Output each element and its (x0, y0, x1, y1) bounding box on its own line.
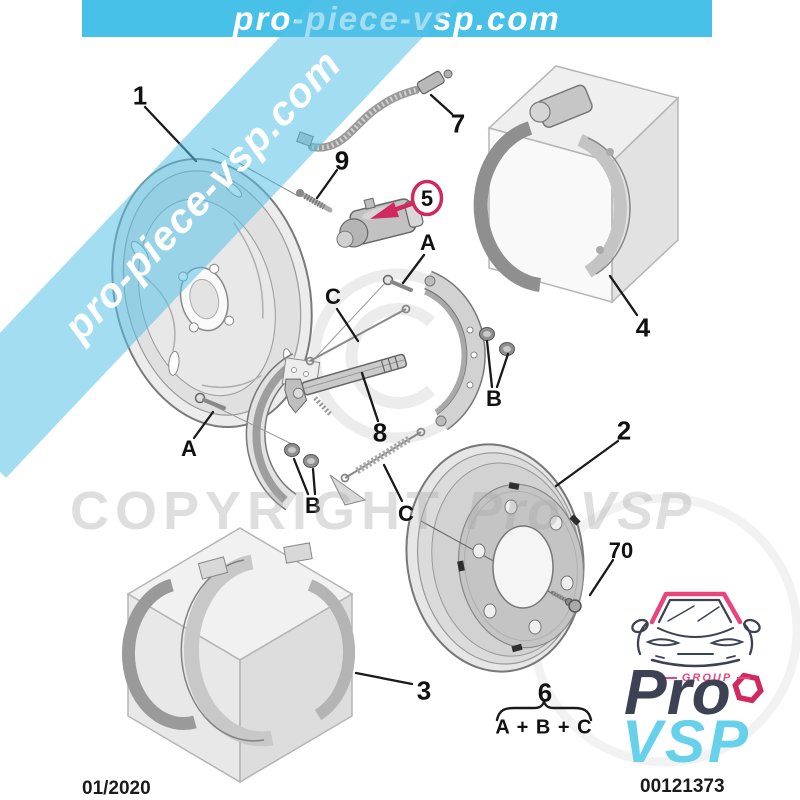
logo-hex-nut-icon (732, 672, 764, 704)
logo-vsp-text: VSP (622, 708, 752, 775)
site-banner: pro-piece-vsp.com (82, 0, 712, 37)
copyright-watermark: COPYRIGHT Pro VSP (70, 480, 693, 542)
label-part-c-bottom: C (398, 501, 414, 526)
part-shoe-right (423, 270, 486, 431)
label-kit-formula: A + B + C (495, 716, 593, 739)
label-part-b-right: B (486, 386, 502, 411)
provsp-logo: GROUP Pro VSP (600, 560, 800, 800)
label-part-5: 5 (420, 186, 434, 211)
label-part-a-left: A (181, 436, 197, 461)
label-part-9: 9 (334, 145, 350, 176)
part-b-retainers-left (284, 443, 319, 468)
logo-dash-right (737, 677, 751, 679)
label-part-2: 2 (616, 415, 632, 446)
kit-brace (495, 700, 593, 722)
part-3-brake-shoe-set-box (121, 527, 356, 784)
logo-group-text: GROUP (681, 672, 733, 684)
label-part-1: 1 (132, 80, 148, 111)
part-2-brake-drum (405, 443, 585, 673)
label-part-4: 4 (635, 312, 651, 343)
site-banner-text: pro-piece-vsp.com (233, 0, 561, 37)
label-part-3: 3 (416, 675, 432, 706)
label-part-8: 8 (372, 417, 388, 448)
label-part-6: 6 (537, 677, 553, 708)
label-part-c-top: C (325, 284, 341, 309)
logo-group-row: GROUP (662, 672, 752, 684)
part-4-preassembled-kit-box (473, 65, 680, 304)
part-5-wheel-cylinder (336, 197, 424, 248)
logo-pro-text: Pro (624, 656, 731, 728)
part-70-fixing-screw (550, 590, 582, 613)
label-part-a-top: A (420, 230, 436, 255)
label-part-b-left: B (305, 493, 321, 518)
edition-date: 01/2020 (82, 778, 151, 799)
document-reference: 00121373 (640, 776, 725, 797)
label-part-70: 70 (608, 538, 634, 563)
provsp-logo-car-icon (631, 591, 764, 704)
copyright-watermark-brand: Pro VSP (466, 481, 694, 541)
part-7-brake-cable (296, 69, 453, 152)
copyright-watermark-word: COPYRIGHT (70, 481, 446, 541)
label-part-7: 7 (450, 108, 466, 139)
logo-dash-left (663, 677, 677, 679)
